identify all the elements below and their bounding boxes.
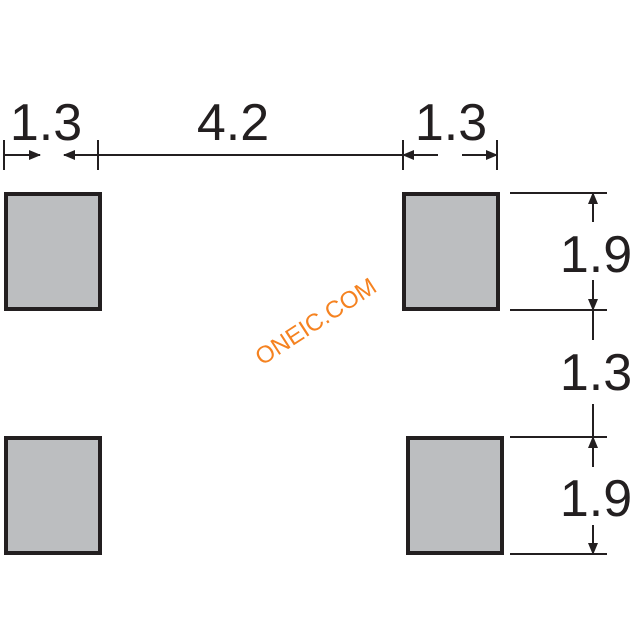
watermark: ONEIC.COM [251,273,382,371]
pad-bottom-right [406,436,504,555]
pad-top-right [402,192,500,311]
dim-label-lower-pad-height: 1.9 [560,470,632,528]
dim-label-top-left-pad-width: 1.3 [10,94,82,152]
pad-bottom-left [4,436,102,555]
dim-label-top-right-pad-width: 1.3 [415,94,487,152]
pad-top-left [4,192,102,311]
dim-label-pad-gap: 4.2 [197,94,269,152]
dim-label-vertical-gap: 1.3 [560,344,632,402]
dim-label-upper-pad-height: 1.9 [560,226,632,284]
